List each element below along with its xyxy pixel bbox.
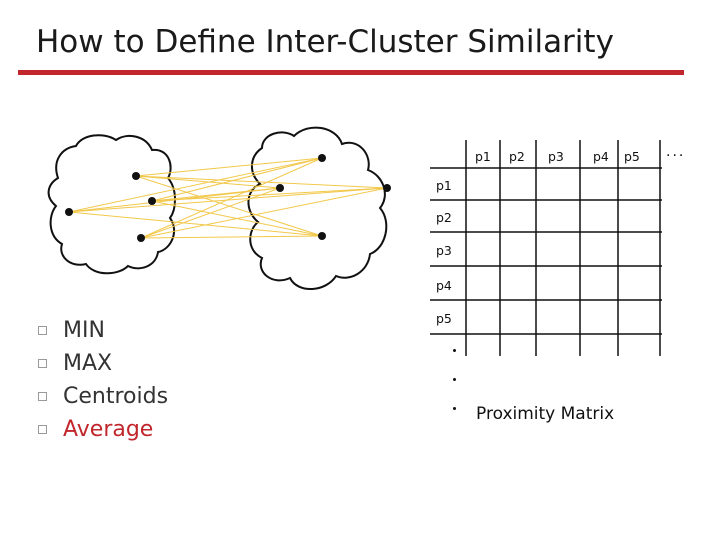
bullet-square-icon bbox=[38, 392, 47, 401]
point bbox=[383, 184, 391, 192]
proximity-matrix-grid bbox=[430, 140, 662, 356]
point bbox=[318, 232, 326, 240]
list-item: MIN bbox=[38, 314, 168, 347]
cluster-points bbox=[65, 154, 391, 242]
bullet-square-icon bbox=[38, 326, 47, 335]
matrix-col-header: p4 bbox=[593, 149, 609, 164]
matrix-caption: Proximity Matrix bbox=[476, 404, 615, 424]
matrix-col-header: p5 bbox=[624, 149, 640, 164]
linkage-options-list: MIN MAX Centroids Average bbox=[38, 314, 168, 446]
point bbox=[132, 172, 140, 180]
matrix-row-header: p1 bbox=[436, 178, 452, 193]
list-item: MAX bbox=[38, 347, 168, 380]
matrix-col-header: p2 bbox=[509, 149, 525, 164]
point bbox=[148, 197, 156, 205]
matrix-row-header: p2 bbox=[436, 210, 452, 225]
point bbox=[137, 234, 145, 242]
bullet-square-icon bbox=[38, 425, 47, 434]
matrix-row-header: p3 bbox=[436, 243, 452, 258]
list-item-label: Centroids bbox=[63, 384, 169, 409]
matrix-more-rows-dot bbox=[453, 407, 456, 410]
list-item-label: MAX bbox=[63, 351, 113, 376]
slide-title: How to Define Inter-Cluster Similarity bbox=[36, 24, 614, 60]
list-item: Centroids bbox=[38, 380, 168, 413]
point bbox=[65, 208, 73, 216]
matrix-row-header: p4 bbox=[436, 278, 452, 293]
cluster-left-outline bbox=[47, 134, 176, 275]
matrix-more-columns: ... bbox=[666, 144, 686, 160]
matrix-more-rows-dot bbox=[453, 378, 456, 381]
matrix-col-header: p3 bbox=[548, 149, 564, 164]
pairwise-edges bbox=[68, 157, 388, 239]
bullet-square-icon bbox=[38, 359, 47, 368]
matrix-more-rows-dot bbox=[453, 349, 456, 352]
list-item-active: Average bbox=[38, 413, 168, 446]
title-underline bbox=[18, 70, 684, 75]
cluster-right-outline bbox=[247, 126, 388, 291]
list-item-label: Average bbox=[63, 417, 154, 442]
matrix-row-header: p5 bbox=[436, 311, 452, 326]
list-item-label: MIN bbox=[63, 318, 105, 343]
point bbox=[318, 154, 326, 162]
point bbox=[276, 184, 284, 192]
matrix-col-header: p1 bbox=[475, 149, 491, 164]
